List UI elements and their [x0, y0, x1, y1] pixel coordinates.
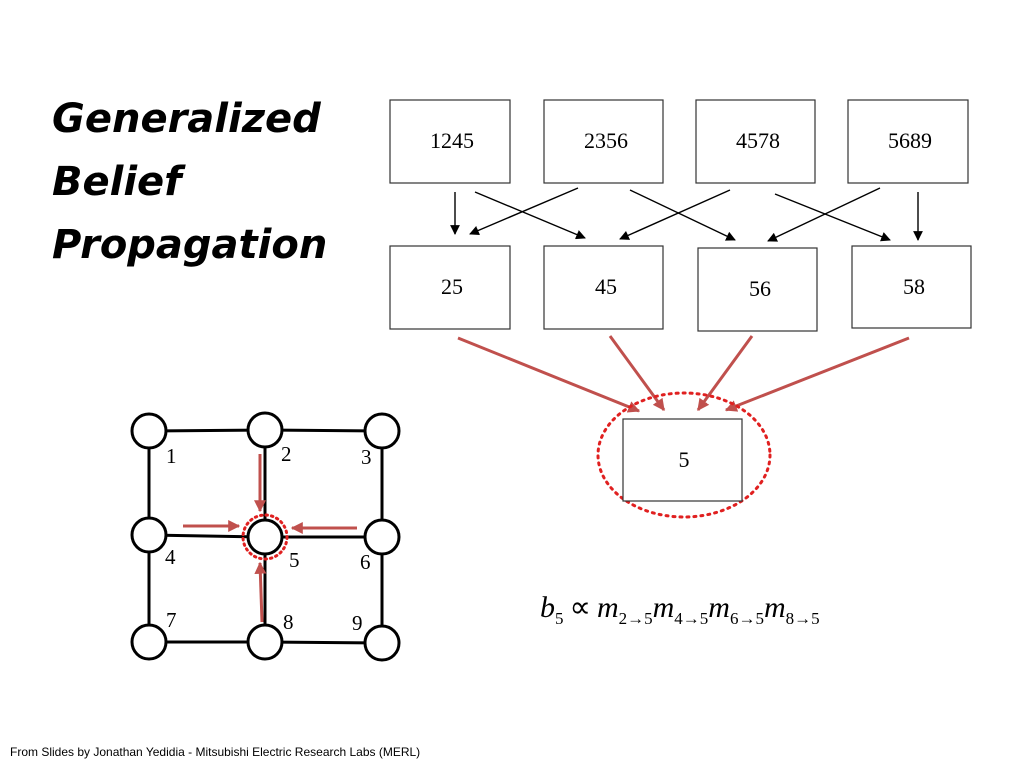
grid-node-label-1: 1 — [166, 444, 177, 468]
region-label-1245: 1245 — [430, 128, 474, 153]
slide-title: Generalized Belief Propagation — [52, 88, 372, 277]
title-line-3: Propagation — [52, 222, 328, 268]
arrow-5689-56 — [767, 187, 881, 242]
grid-node-3 — [363, 412, 401, 450]
grid-node-8 — [246, 623, 284, 661]
formula-m-4: m — [763, 591, 786, 624]
region-label-5689: 5689 — [888, 128, 932, 153]
red-arrow-8-5 — [254, 561, 267, 623]
formula-sub-3: 6→5 — [729, 609, 764, 628]
grid-node-4 — [130, 516, 168, 554]
top-regions: 1245 2356 4578 5689 — [389, 99, 969, 184]
grid-node-2 — [246, 411, 284, 449]
grid-node-9 — [363, 624, 401, 662]
title-line-1: Generalized — [52, 96, 321, 142]
edge-1-2 — [148, 428, 266, 433]
formula-sub-1: 2→5 — [618, 609, 653, 628]
grid-node-label-7: 7 — [166, 608, 177, 632]
message-arrows-to-5 — [457, 335, 910, 413]
grid-node-label-9: 9 — [352, 611, 363, 635]
grid-node-label-4: 4 — [165, 545, 176, 569]
formula-sub-4: 8→5 — [785, 609, 820, 628]
formula-m-1: m — [596, 591, 619, 624]
dotted-highlight-circle — [596, 391, 772, 519]
formula-b-sub: 5 — [555, 609, 564, 628]
region-box-5689 — [847, 99, 969, 184]
arrow-4578-45 — [619, 189, 731, 240]
red-arrow-45-5 — [608, 335, 666, 411]
region-box-58 — [851, 245, 972, 329]
red-arrow-56-5 — [696, 335, 754, 411]
arrow-2356-56 — [629, 189, 736, 241]
region-box-25 — [389, 245, 511, 330]
grid-node-5 — [246, 518, 284, 556]
region-label-45: 45 — [595, 274, 617, 299]
node-5-dotted-highlight — [241, 513, 289, 561]
grid-node-1 — [130, 412, 168, 450]
formula-m-2: m — [652, 591, 675, 624]
region-label-25: 25 — [441, 274, 463, 299]
formula-sub-2: 4→5 — [674, 609, 709, 628]
region-box-4578 — [695, 99, 816, 184]
region-box-45 — [543, 245, 664, 330]
region-box-1245 — [389, 99, 511, 184]
red-arrow-58-5 — [724, 336, 910, 412]
arrow-4578-58 — [774, 193, 891, 242]
grid-node-label-6: 6 — [360, 550, 371, 574]
grid-node-label-3: 3 — [361, 445, 372, 469]
red-arrow-25-5 — [457, 336, 641, 413]
mid-regions: 25 45 56 58 — [389, 245, 972, 332]
region-label-56: 56 — [749, 276, 771, 301]
title-line-2: Belief — [52, 159, 182, 205]
region-label-2356: 2356 — [584, 128, 628, 153]
region-box-56 — [697, 247, 818, 332]
belief-formula: b5∝m2→5m4→5m6→5m8→5 — [540, 590, 820, 629]
arrow-2356-25 — [469, 187, 579, 236]
grid-node-label-2: 2 — [281, 442, 292, 466]
grid-node-label-5: 5 — [289, 548, 300, 572]
grid-node-6 — [363, 518, 401, 556]
edge-8-9 — [264, 640, 383, 645]
region-label-5: 5 — [679, 447, 690, 472]
grid-node-7 — [130, 623, 168, 661]
edge-4-5 — [148, 533, 266, 539]
region-label-58: 58 — [903, 274, 925, 299]
footer-credit: From Slides by Jonathan Yedidia - Mitsub… — [10, 745, 421, 759]
grid-graph: 1 2 3 4 5 6 7 8 9 — [130, 411, 401, 662]
grid-node-label-8: 8 — [283, 610, 294, 634]
edge-2-3 — [264, 428, 383, 433]
region-label-4578: 4578 — [736, 128, 780, 153]
formula-m-3: m — [708, 591, 730, 624]
parent-child-arrows — [450, 187, 923, 242]
arrow-1245-45 — [474, 191, 586, 240]
region-box-2356 — [543, 99, 664, 184]
proportional-symbol: ∝ — [569, 591, 591, 624]
region-box-5 — [622, 418, 743, 502]
formula-b: b — [540, 591, 555, 624]
